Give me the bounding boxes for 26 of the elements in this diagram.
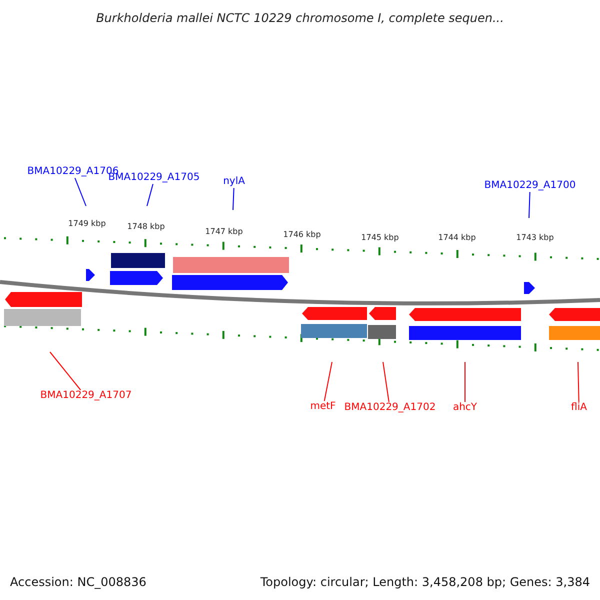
scale-label: 1743 kbp [516,233,554,243]
title: Burkholderia mallei NCTC 10229 chromosome I, complete sequen... [96,11,504,25]
leader-line [528,192,530,218]
gene-label: BMA10229_A1707 [40,390,132,402]
scale-label: 1748 kbp [127,222,165,232]
gene-label: BMA10229_A1702 [344,402,436,414]
gene-label: BMA10229_A1700 [484,180,576,192]
gene-label: nylA [223,176,245,188]
leader-line [324,362,332,402]
leader-line [232,188,234,210]
gene-label: metF [310,401,336,413]
leader-line [578,362,580,402]
scale-label: 1745 kbp [361,233,399,243]
leader-line [74,178,86,206]
scale-label: 1746 kbp [283,230,321,240]
scale-label: 1747 kbp [205,227,243,237]
gene-label: fliA [571,402,587,414]
scale-label: 1749 kbp [68,219,106,229]
gene-label: ahcY [452,402,478,414]
scale-label: 1744 kbp [438,233,476,243]
leader-line [50,352,82,390]
footer-text: Accession: NC_008836 [10,575,146,589]
leader-line [146,184,154,206]
leader-line [464,362,466,402]
leader-line [382,362,390,402]
footer-text: Topology: circular; Length: 3,458,208 bp; Genes: 3,384 [260,575,590,589]
